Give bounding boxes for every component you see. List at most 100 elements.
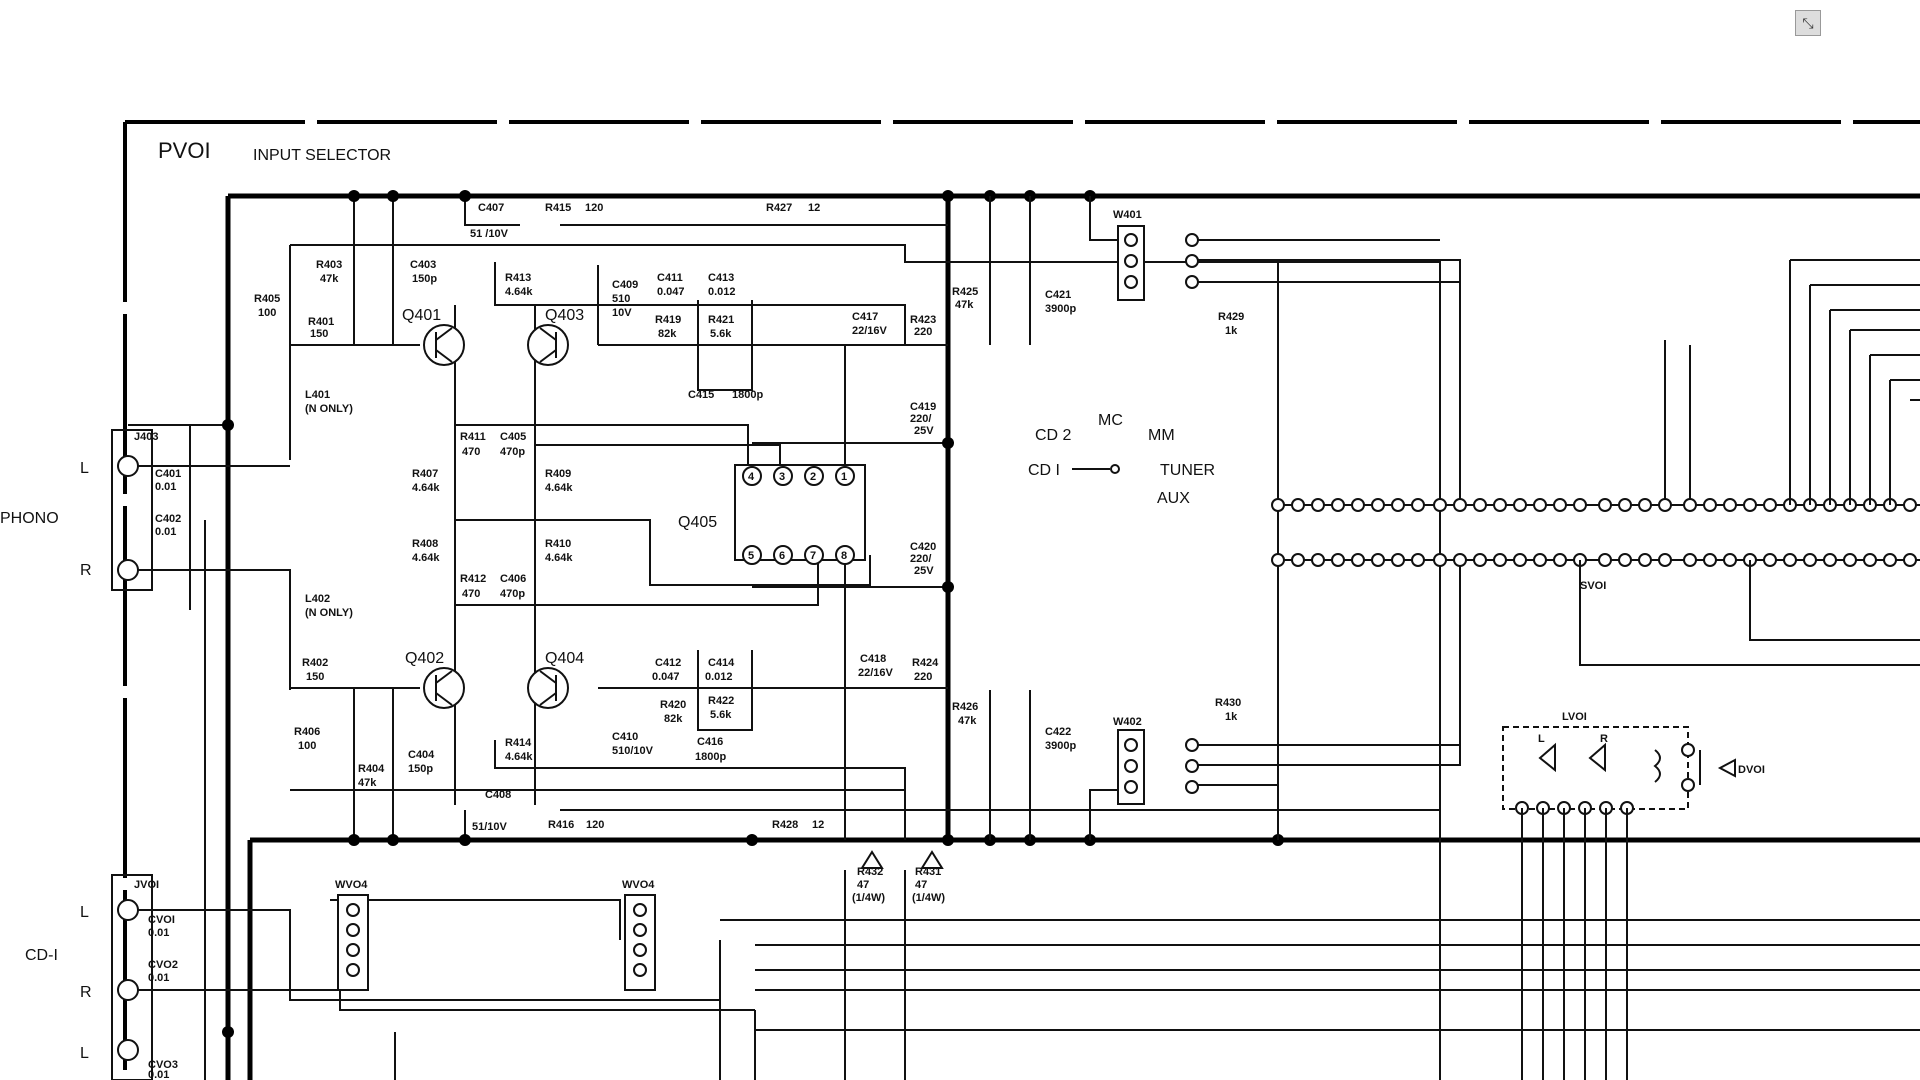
part-ref: R426 — [952, 701, 978, 713]
part-value: 0.01 — [148, 927, 169, 939]
part-ref: R430 — [1215, 697, 1241, 709]
label-cd1-input: CD-I — [25, 947, 58, 964]
part-value: 0.047 — [657, 286, 685, 298]
part-ref: C422 — [1045, 726, 1071, 738]
part-ref: R414 — [505, 737, 532, 749]
part-value: 150p — [412, 273, 437, 285]
part-value: (1/4W) — [912, 892, 945, 904]
part-ref: C412 — [655, 657, 681, 669]
part-value: 47 — [915, 879, 927, 891]
label-w402: W402 — [1113, 716, 1142, 728]
exit-fullscreen-icon: ⤡ — [1802, 15, 1814, 31]
part-ref: C409 — [612, 279, 638, 291]
part-value: 0.012 — [705, 671, 733, 683]
part-value: 4.64k — [545, 482, 573, 494]
part-ref: C411 — [657, 272, 683, 284]
part-ref: L401 — [305, 389, 330, 401]
transistor-q403 — [527, 324, 569, 366]
part-value: 1k — [1225, 711, 1238, 723]
ic-pin-label: 5 — [748, 550, 754, 562]
label-mc: MC — [1098, 412, 1123, 429]
wire-r431-432 — [844, 870, 906, 1080]
label-mm: MM — [1148, 427, 1175, 444]
part-ref: C408 — [485, 789, 511, 801]
label-cd1-r: R — [80, 984, 92, 1001]
part-value: 510/10V — [612, 745, 654, 757]
wire-u1 — [290, 244, 1441, 1080]
wire-r1 — [989, 196, 1031, 345]
part-ref: C417 — [852, 311, 878, 323]
part-ref: R428 — [772, 819, 798, 831]
wire-cd2 — [330, 899, 755, 1011]
ic-pin — [773, 545, 793, 565]
part-value: 120 — [586, 819, 604, 831]
part-ref: C415 — [688, 389, 714, 401]
ic-pin-label: 8 — [841, 550, 847, 562]
part-value: 0.012 — [708, 286, 736, 298]
part-value: 1800p — [695, 751, 726, 763]
relay-coil — [1653, 749, 1661, 783]
part-value: 47k — [358, 777, 377, 789]
label-relay-l: L — [1538, 733, 1545, 745]
part-ref: CVO3 — [148, 1059, 178, 1071]
wire-cd1 — [128, 909, 755, 1011]
part-value: 4.64k — [505, 286, 533, 298]
wire-u12 — [697, 300, 753, 391]
part-ref: C414 — [708, 657, 735, 669]
label-sv01: SVOI — [1580, 580, 1606, 592]
ic-pin-label: 3 — [779, 471, 785, 483]
part-value: 220 — [914, 671, 932, 683]
part-value: (1/4W) — [852, 892, 885, 904]
part-ref: R419 — [655, 314, 681, 326]
ic-pin-label: 2 — [810, 471, 816, 483]
selector-pivot — [1110, 464, 1120, 474]
part-value: 220/ — [910, 553, 931, 565]
ic-pin-label: 6 — [779, 550, 785, 562]
part-value: 4.64k — [412, 552, 440, 564]
title-block: PVOI — [158, 138, 211, 163]
warning-icon — [860, 850, 884, 869]
wire-u4 — [464, 196, 948, 226]
part-ref: R411 — [460, 431, 486, 443]
ic-pin — [742, 545, 762, 565]
part-ref: R420 — [660, 699, 686, 711]
ic-pin-label: 1 — [841, 471, 847, 483]
part-value: 470 — [462, 588, 480, 600]
label-q404: Q404 — [545, 650, 584, 667]
part-ref: CVO2 — [148, 959, 178, 971]
part-value: 0.01 — [148, 1069, 169, 1080]
label-relay-r: R — [1600, 733, 1608, 745]
exit-fullscreen-button[interactable]: ⤡ — [1795, 10, 1821, 36]
ic-pin-label: 4 — [748, 471, 755, 483]
part-value: 120 — [585, 202, 603, 214]
warning-icon — [920, 850, 944, 869]
wire-l2 — [353, 688, 394, 840]
part-ref: R412 — [460, 573, 486, 585]
part-ref: C405 — [500, 431, 526, 443]
part-ref: R406 — [294, 726, 320, 738]
part-value: 1800p — [732, 389, 763, 401]
part-value: 82k — [664, 713, 683, 725]
part-ref: C406 — [500, 573, 526, 585]
transistor-q401 — [423, 324, 465, 366]
ic-pin — [742, 466, 762, 486]
wire-r7 — [1664, 340, 1691, 505]
diode-dv01 — [1699, 750, 1736, 785]
label-phono-r: R — [80, 562, 92, 579]
part-value: 51 /10V — [470, 228, 509, 240]
part-value: 510 — [612, 293, 630, 305]
part-ref: C413 — [708, 272, 734, 284]
part-value: 47 — [857, 879, 869, 891]
wire-l4 — [290, 789, 1440, 811]
wire-phono-r — [128, 569, 291, 690]
part-value: 82k — [658, 328, 677, 340]
part-value: 12 — [812, 819, 824, 831]
part-ref: R416 — [548, 819, 574, 831]
part-value: 5.6k — [710, 328, 732, 340]
part-ref: CVOI — [148, 914, 175, 926]
label-dv01: DVOI — [1738, 764, 1765, 776]
part-value: 47k — [958, 715, 977, 727]
part-ref: R421 — [708, 314, 734, 326]
